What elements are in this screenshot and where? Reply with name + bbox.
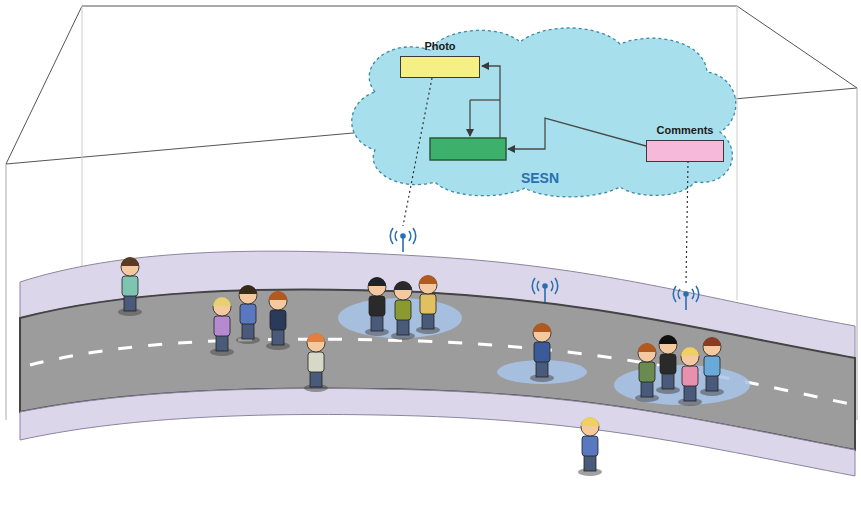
box-fill <box>646 140 724 162</box>
upload-line <box>403 78 432 226</box>
person-figure <box>210 297 234 356</box>
group-zone <box>338 298 462 338</box>
upload-line <box>686 161 688 284</box>
data-box: Comments <box>646 124 724 162</box>
person-figure <box>656 335 680 394</box>
person-figure <box>236 285 260 344</box>
plane-guide <box>737 6 738 300</box>
plane-guide <box>6 164 7 420</box>
box-fill <box>400 56 480 78</box>
wifi-icon <box>532 278 558 302</box>
person-figure <box>700 337 724 396</box>
sidewalk <box>20 388 855 476</box>
group-zone <box>497 360 587 384</box>
person-figure <box>266 291 290 350</box>
link-line <box>508 118 646 149</box>
person-figure <box>365 277 389 336</box>
data-box: Photo <box>400 40 480 78</box>
wifi-icon <box>673 286 699 310</box>
link-line <box>469 100 470 136</box>
cloud-node: SESN PhotoComments <box>335 22 745 200</box>
person-figure <box>416 275 440 334</box>
data-box <box>430 138 506 160</box>
plane-guide <box>82 6 83 270</box>
person-figure <box>304 333 328 392</box>
person-figure <box>635 343 659 402</box>
box-heading: Comments <box>646 124 724 136</box>
person-figure <box>391 281 415 340</box>
box-heading: Photo <box>400 40 480 52</box>
person-figure <box>578 417 602 476</box>
person-figure <box>118 257 142 316</box>
plane-guide <box>857 88 858 420</box>
person-figure <box>678 347 702 406</box>
link-line <box>482 66 500 138</box>
person-figure <box>530 323 554 382</box>
link-line <box>470 99 500 100</box>
wifi-icon <box>390 228 416 252</box>
network-label: SESN <box>335 170 745 186</box>
group-zone <box>614 365 750 405</box>
